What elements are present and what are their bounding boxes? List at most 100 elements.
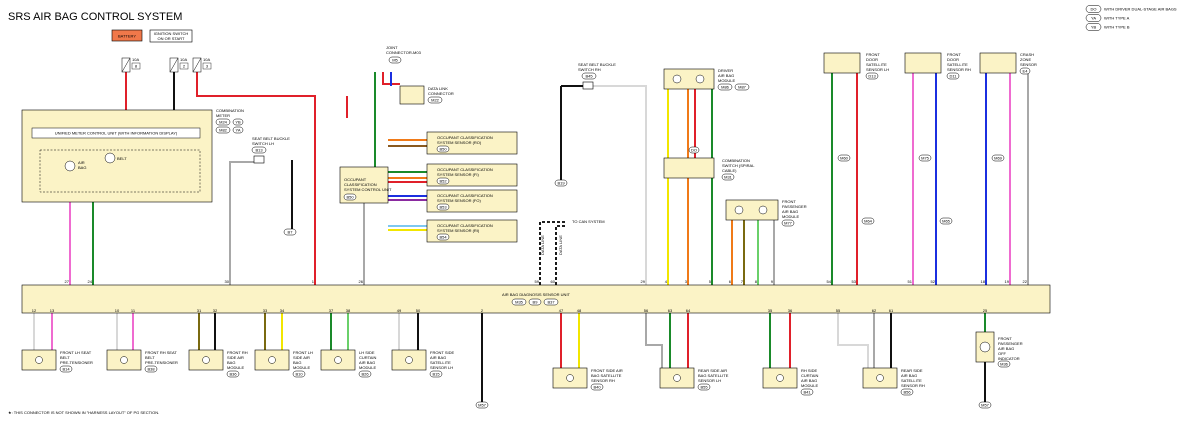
svg-text:FRONT LH: FRONT LH: [293, 350, 313, 355]
pin-number: 51: [908, 279, 913, 284]
front-passenger-airbag-label: AIR BAG: [782, 209, 798, 214]
wire: [593, 85, 647, 285]
pin-number: 61: [889, 308, 894, 313]
spiral-conn: [721, 173, 735, 181]
device-symbol-icon: [202, 356, 210, 364]
occupant-control-conn: [343, 193, 357, 201]
belt-warning-lamp-icon: [104, 152, 116, 164]
svg-text:B26: B26: [361, 372, 369, 377]
device-symbol-icon: [120, 356, 128, 364]
svg-text:B40: B40: [593, 385, 601, 390]
driver-airbag-label: MODULE: [718, 78, 735, 83]
fuse-amp: 10A: [203, 57, 210, 62]
device-symbol-icon: [334, 356, 342, 364]
svg-text:BELT: BELT: [60, 355, 70, 360]
pin-number: 52: [931, 279, 936, 284]
svg-text:AIR BAG: AIR BAG: [430, 355, 446, 360]
svg-text:SATELLITE: SATELLITE: [901, 378, 922, 383]
device-symbol-icon: [35, 356, 43, 364]
svg-text:B55: B55: [700, 385, 708, 390]
occupant-control-label: SYSTEM CONTROL UNIT: [344, 187, 392, 192]
svg-text:M82: M82: [219, 128, 228, 133]
svg-text:FRONT: FRONT: [998, 336, 1012, 341]
wire: [837, 313, 869, 368]
svg-text:FRONT RH: FRONT RH: [227, 350, 248, 355]
device-symbol-icon: [566, 374, 574, 382]
svg-text:PRE-TENSIONER: PRE-TENSIONER: [60, 360, 93, 365]
svg-text:YB: YB: [235, 120, 241, 125]
belt-lamp-label: BELT: [117, 156, 127, 161]
svg-text:OCCUPANT CLASSIFICATION: OCCUPANT CLASSIFICATION: [437, 193, 493, 198]
svg-text:B52: B52: [439, 179, 447, 184]
svg-text:B38: B38: [147, 367, 155, 372]
wire: [229, 161, 254, 285]
svg-text:PRE-TENSIONER: PRE-TENSIONER: [145, 360, 178, 365]
spiral-label: SWITCH (SPIRAL: [722, 163, 755, 168]
pin-number: 53: [852, 279, 857, 284]
svg-text:FRONT LH SEAT: FRONT LH SEAT: [60, 350, 92, 355]
pin-number: 10: [115, 308, 120, 313]
seat-buckle-lh-connector: [251, 146, 267, 154]
legend-text: WITH TYPE B: [1104, 25, 1130, 30]
device-symbol-icon: [876, 374, 884, 382]
driver-airbag-conn-m86: [717, 83, 733, 91]
legend-item-do: DO WITH DRIVER DUAL-STAGE AIR BAGS: [1085, 5, 1177, 13]
svg-text:SENSOR LH: SENSOR LH: [430, 365, 453, 370]
svg-text:SYSTEM SENSOR (RI): SYSTEM SENSOR (RI): [437, 228, 480, 233]
legend-item-ya: YA WITH TYPE A: [1085, 14, 1130, 22]
combination-meter-label: METER: [216, 113, 230, 118]
svg-text:M5: M5: [392, 58, 398, 63]
legend-code-badge: [1085, 5, 1102, 13]
svg-text:B45: B45: [585, 74, 593, 79]
airbag-warning-lamp-icon: [64, 160, 76, 172]
pin-number: 6: [729, 279, 732, 284]
fuse-2: 10A 2: [169, 57, 189, 73]
svg-text:B19: B19: [557, 181, 565, 186]
data-link-label: CONNECTOR: [428, 91, 454, 96]
pin-number: 9: [771, 279, 774, 284]
squib-icon: [695, 74, 705, 84]
crash-zone-sensor: CRASH ZONE SENSOR E4 M69: [979, 52, 1037, 162]
svg-text:M22: M22: [431, 98, 440, 103]
svg-text:AIR BAG: AIR BAG: [901, 373, 917, 378]
legend: DO WITH DRIVER DUAL-STAGE AIR BAGS YA WI…: [1085, 5, 1177, 31]
pin-number: 5: [709, 279, 712, 284]
svg-text:MODULE: MODULE: [801, 383, 818, 388]
svg-text:SENSOR LH: SENSOR LH: [866, 67, 889, 72]
svg-text:B9: B9: [533, 300, 539, 305]
unified-meter-unit: [31, 127, 201, 139]
seat-buckle-lh-label: SEAT BELT BUCKLE: [252, 136, 290, 141]
pin-number: 13: [50, 308, 55, 313]
front-passenger-airbag-label: PASSENGER: [782, 204, 807, 209]
pin-number: 63: [668, 308, 673, 313]
pin-number: 8: [755, 279, 758, 284]
driver-airbag-label: DRIVER: [718, 68, 733, 73]
svg-text:OCCUPANT CLASSIFICATION: OCCUPANT CLASSIFICATION: [437, 223, 493, 228]
occupant-sensor-fo: OCCUPANT CLASSIFICATION SYSTEM SENSOR (F…: [426, 189, 518, 213]
pin-number: 12: [32, 308, 37, 313]
airbag-lamp-label: BAG: [78, 165, 86, 170]
seat-buckle-lh-ground: [283, 228, 297, 236]
svg-text:M69: M69: [994, 156, 1003, 161]
pin-number: 64: [686, 308, 691, 313]
svg-text:B15: B15: [432, 372, 440, 377]
svg-text:BAG: BAG: [293, 360, 301, 365]
svg-text:CURTAIN: CURTAIN: [801, 373, 819, 378]
svg-text:D13: D13: [868, 74, 876, 79]
seat-buckle-rh-label: SWITCH RH: [578, 67, 601, 72]
svg-text:B7: B7: [288, 230, 294, 235]
main-unit-connectors: M35 B9 B37: [511, 298, 559, 306]
to-can-label: TO CAN SYSTEM: [572, 219, 605, 224]
ignition-switch-box: [149, 29, 193, 43]
unified-meter-label: UNIFIED METER CONTROL UNIT (WITH INFORMA…: [55, 131, 178, 136]
front-passenger-airbag-label: MODULE: [782, 214, 799, 219]
spiral-label: COMBINATION: [722, 158, 750, 163]
device-symbol-icon: [268, 356, 276, 364]
fuse-number: 8: [135, 64, 138, 69]
svg-text:BAG: BAG: [227, 360, 235, 365]
svg-text:M75: M75: [921, 156, 930, 161]
legend-item-yb: YB WITH TYPE B: [1085, 23, 1130, 31]
